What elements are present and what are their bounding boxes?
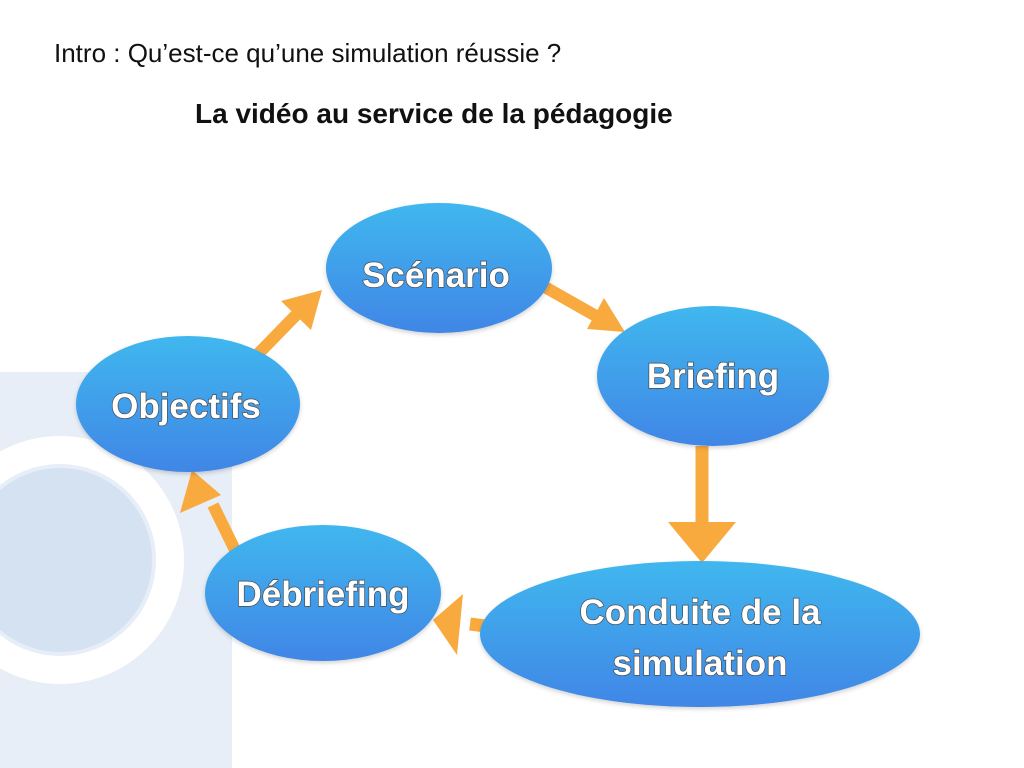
flow-arrow-briefing-conduite: [668, 446, 736, 563]
node-label-conduite-line2: simulation: [612, 644, 787, 683]
node-scenario: Scénario: [326, 203, 552, 333]
node-label-scenario: Scénario: [362, 256, 510, 295]
node-debriefing: Débriefing: [205, 525, 441, 661]
node-label-debriefing: Débriefing: [236, 575, 409, 614]
node-label-objectifs: Objectifs: [111, 387, 261, 426]
flow-arrow-objectifs-scenario: [253, 290, 322, 359]
intro-title: Intro : Qu’est-ce qu’une simulation réus…: [54, 38, 562, 68]
deco-ring: [0, 436, 184, 684]
flow-arrow-debriefing-objectifs: [180, 470, 242, 555]
slide-subtitle: La vidéo au service de la pédagogie: [195, 98, 673, 129]
node-conduite: Conduite de la simulation: [480, 561, 920, 707]
node-label-conduite-line1: Conduite de la: [579, 593, 821, 632]
node-label-briefing: Briefing: [647, 357, 779, 396]
flow-arrow-scenario-briefing: [533, 276, 625, 332]
deco-disc: [0, 468, 152, 652]
node-objectifs: Objectifs: [76, 336, 300, 472]
node-briefing: Briefing: [597, 306, 829, 446]
